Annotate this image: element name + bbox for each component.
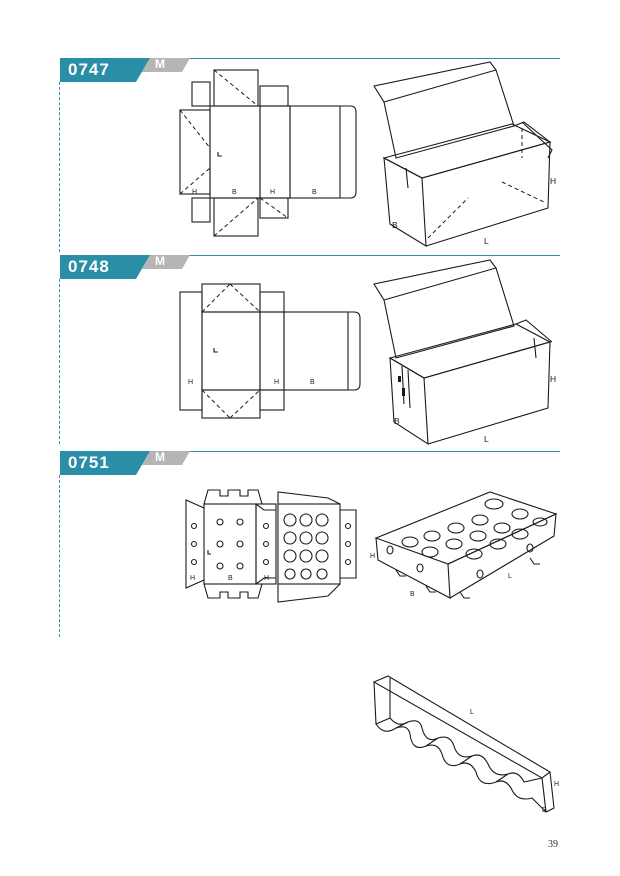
svg-text:H: H (550, 176, 556, 186)
svg-text:L: L (484, 434, 489, 444)
svg-text:B: B (312, 189, 317, 196)
page-number: 39 (548, 839, 558, 850)
section-rule (60, 451, 560, 452)
material-badge: M (155, 254, 165, 268)
svg-text:H: H (554, 781, 559, 788)
dieline-0748: H H B (179, 283, 361, 419)
section-dashed-margin (59, 475, 60, 637)
style-code: 0747 (68, 60, 110, 79)
svg-text:L: L (484, 236, 489, 246)
svg-text:B: B (394, 416, 400, 426)
svg-text:B: B (310, 379, 315, 386)
svg-text:H: H (188, 379, 193, 386)
code-tab-bg (60, 58, 190, 82)
partition-illustration: L H B (372, 675, 559, 814)
svg-text:L: L (508, 573, 512, 580)
material-badge: M (155, 57, 165, 71)
section-dashed-margin (59, 279, 60, 444)
svg-text:B: B (542, 807, 547, 814)
box-illustration-0747: H B L (373, 61, 556, 248)
svg-text:H: H (190, 575, 195, 582)
section-dashed-margin (59, 82, 60, 252)
svg-text:H: H (192, 189, 197, 196)
svg-text:B: B (232, 189, 237, 196)
svg-text:B: B (228, 575, 233, 582)
svg-text:H: H (270, 189, 275, 196)
material-badge: M (155, 450, 165, 464)
code-tab-bg (60, 451, 190, 475)
dieline-0751: H B H (185, 489, 357, 603)
box-illustration-0751: H B L (370, 491, 558, 599)
dieline-0747: H B H B (179, 69, 357, 237)
box-illustration-0748: H B L (373, 259, 556, 446)
svg-text:B: B (392, 220, 398, 230)
svg-text:H: H (274, 379, 279, 386)
svg-text:L: L (470, 709, 474, 716)
svg-text:H: H (550, 374, 556, 384)
svg-text:H: H (370, 553, 375, 560)
section-rule (60, 255, 560, 256)
svg-text:H: H (264, 575, 269, 582)
svg-text:B: B (410, 591, 415, 598)
section-rule (60, 58, 560, 59)
style-code: 0748 (68, 257, 110, 276)
code-tab-bg (60, 255, 190, 279)
style-code: 0751 (68, 453, 110, 472)
